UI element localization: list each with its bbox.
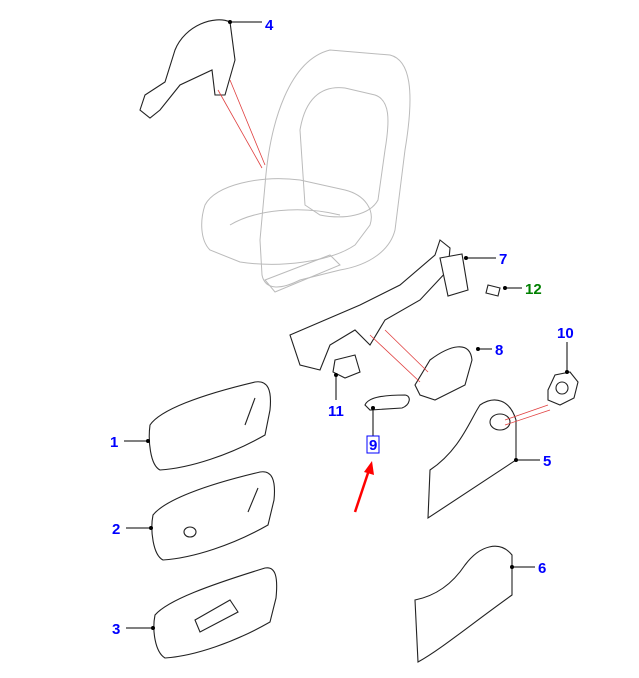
part-2-switch-cover[interactable] bbox=[151, 471, 276, 561]
callout-2[interactable]: 2 bbox=[112, 521, 120, 538]
part-1-switch-cover[interactable] bbox=[148, 381, 272, 471]
callout-4[interactable]: 4 bbox=[265, 17, 274, 34]
part-5-side-panel[interactable] bbox=[427, 399, 551, 520]
red-arrow-icon bbox=[353, 461, 374, 513]
part-6-side-panel[interactable] bbox=[414, 545, 513, 663]
callout-8[interactable]: 8 bbox=[495, 342, 503, 359]
part-3-switch-cover[interactable] bbox=[153, 567, 278, 659]
callout-7[interactable]: 7 bbox=[499, 251, 507, 268]
callout-9-highlight-box bbox=[366, 435, 380, 454]
callout-11[interactable]: 11 bbox=[328, 403, 344, 420]
callout-5[interactable]: 5 bbox=[543, 453, 551, 470]
callout-9[interactable]: 9 bbox=[369, 437, 377, 454]
callout-12[interactable]: 12 bbox=[525, 281, 542, 298]
part-9-handle[interactable] bbox=[364, 394, 410, 411]
callout-10[interactable]: 10 bbox=[557, 325, 574, 342]
callout-6[interactable]: 6 bbox=[538, 560, 546, 577]
part-frame-bracket[interactable] bbox=[289, 239, 501, 401]
callout-3[interactable]: 3 bbox=[112, 621, 120, 638]
callout-1[interactable]: 1 bbox=[110, 434, 118, 451]
part-10-knob[interactable] bbox=[547, 371, 579, 406]
part-4-seat-cover-bracket[interactable] bbox=[139, 19, 266, 169]
leader-lines bbox=[124, 20, 569, 630]
seat-outline bbox=[201, 49, 411, 293]
